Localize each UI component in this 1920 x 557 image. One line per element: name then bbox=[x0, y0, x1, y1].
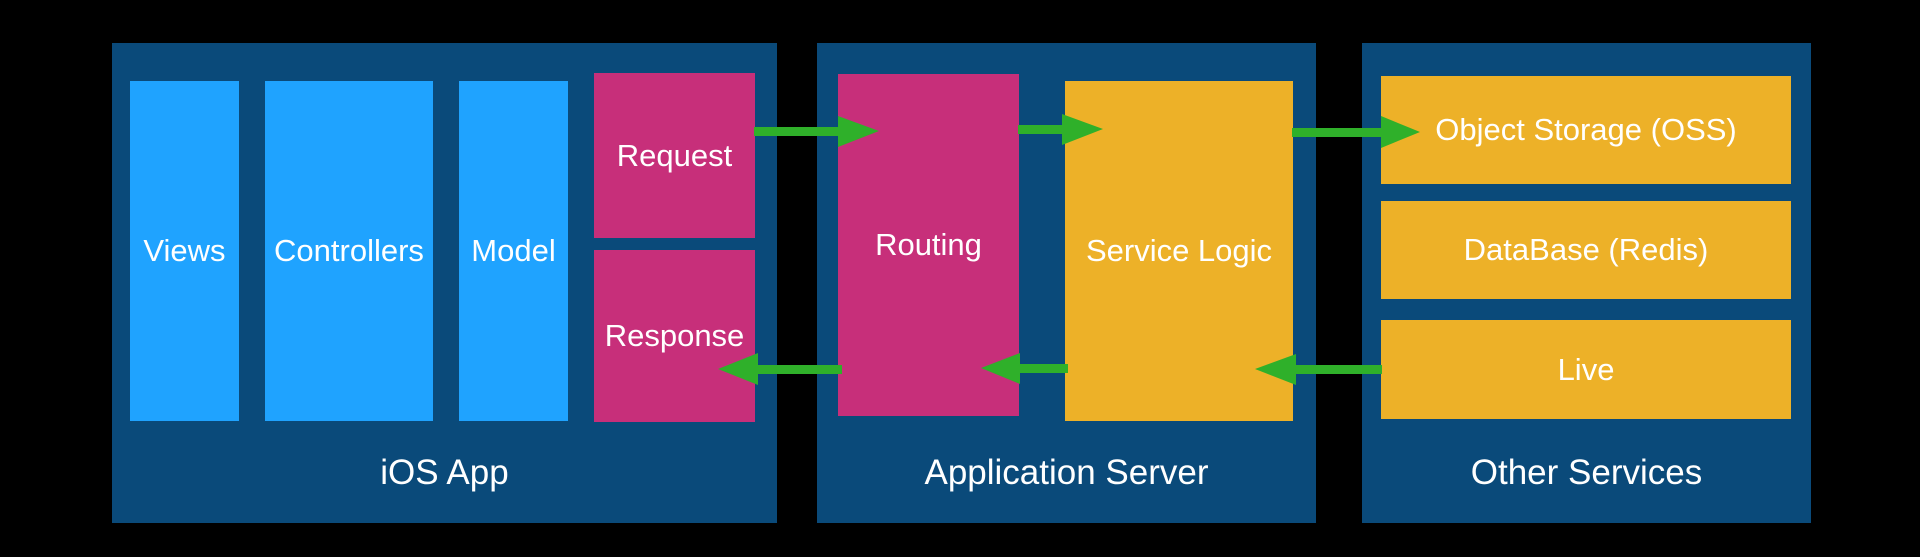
response-box: Response bbox=[594, 250, 755, 422]
response-label: Response bbox=[604, 318, 745, 353]
model-label: Model bbox=[471, 233, 556, 268]
database-box: DataBase (Redis) bbox=[1381, 201, 1791, 299]
live-label: Live bbox=[1557, 351, 1615, 387]
views-label: Views bbox=[143, 233, 226, 268]
ios-app-caption: iOS App bbox=[380, 453, 509, 492]
request-box: Request bbox=[594, 73, 755, 238]
request-label: Request bbox=[616, 137, 733, 173]
service-logic-box: Service Logic bbox=[1065, 81, 1293, 421]
other-services-caption: Other Services bbox=[1470, 453, 1703, 492]
service-logic-label: Service Logic bbox=[1085, 233, 1273, 268]
application-server-caption: Application Server bbox=[924, 453, 1209, 492]
object-storage-box: Object Storage (OSS) bbox=[1381, 76, 1791, 184]
model-box: Model bbox=[459, 81, 568, 421]
views-box: Views bbox=[130, 81, 239, 421]
controllers-label: Controllers bbox=[274, 233, 424, 268]
object-storage-label: Object Storage (OSS) bbox=[1435, 112, 1737, 147]
routing-label: Routing bbox=[875, 227, 982, 262]
database-label: DataBase (Redis) bbox=[1463, 232, 1709, 267]
controllers-box: Controllers bbox=[265, 81, 433, 421]
live-box: Live bbox=[1381, 320, 1791, 419]
routing-box: Routing bbox=[838, 74, 1019, 416]
